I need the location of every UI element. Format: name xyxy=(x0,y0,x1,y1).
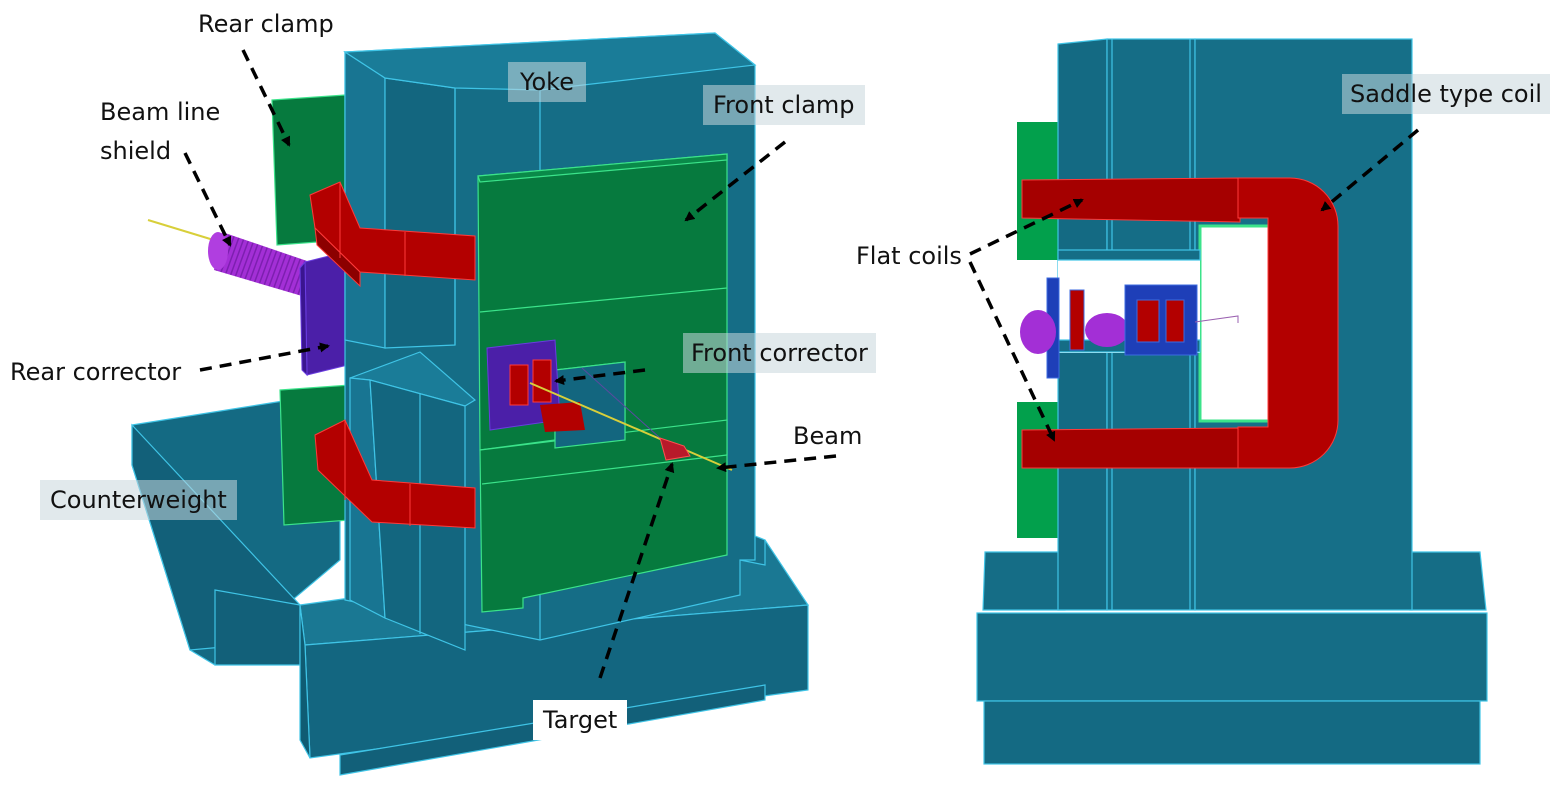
label-beam-line-shield-1: Beam line xyxy=(100,98,221,126)
callout-arrows xyxy=(183,49,1420,679)
saddle-coil xyxy=(1237,177,1339,469)
label-front-clamp: Front clamp xyxy=(703,85,865,125)
arrow-rear-corrector xyxy=(199,342,330,372)
side-correctors xyxy=(1020,277,1239,379)
label-target: Target xyxy=(533,700,628,740)
side-clamp-lower xyxy=(1017,402,1062,538)
label-yoke: Yoke xyxy=(508,62,586,102)
beam-and-target xyxy=(529,367,733,471)
perspective-view xyxy=(131,32,810,776)
side-view xyxy=(976,38,1488,765)
label-flat-coils: Flat coils xyxy=(856,242,962,270)
arrow-front-clamp xyxy=(684,140,787,222)
arrow-flat-coil-upper xyxy=(969,198,1084,256)
arrow-beam-line-shield xyxy=(183,152,232,247)
arrow-saddle-coil xyxy=(1320,128,1420,212)
arrow-rear-clamp xyxy=(241,49,291,147)
arrow-target xyxy=(598,462,675,679)
arrow-flat-coil-lower xyxy=(968,261,1056,442)
side-flat-coils xyxy=(1021,177,1241,469)
label-front-corrector: Front corrector xyxy=(683,333,876,373)
arrow-front-corrector xyxy=(554,368,646,385)
flat-coil-upper xyxy=(309,181,476,288)
label-counterweight: Counterweight xyxy=(40,480,237,520)
label-beam-line-shield-2: shield xyxy=(100,137,172,165)
label-rear-corrector: Rear corrector xyxy=(10,358,182,386)
front-corrector xyxy=(486,339,585,432)
label-rear-clamp: Rear clamp xyxy=(198,10,334,38)
label-beam: Beam xyxy=(793,422,863,450)
label-saddle-type-coil: Saddle type coil xyxy=(1342,74,1550,114)
side-base xyxy=(976,551,1488,765)
